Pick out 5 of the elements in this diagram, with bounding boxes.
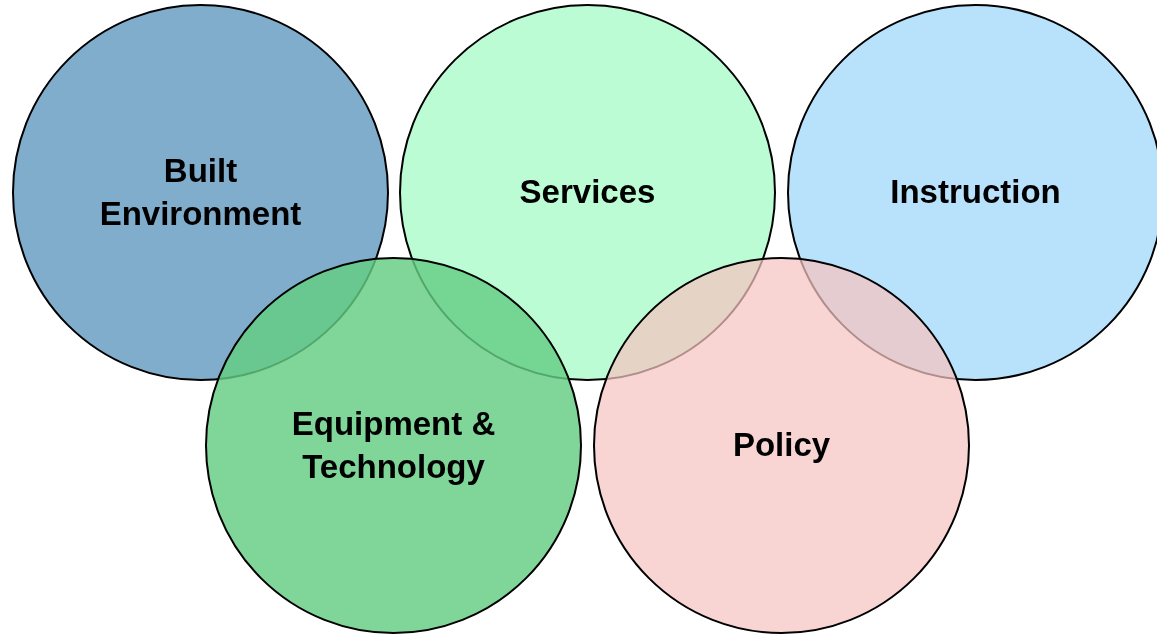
circle-label: Equipment & Technology [290, 403, 497, 487]
circle-label: Instruction [890, 172, 1061, 213]
circle-label: Built Environment [98, 150, 303, 234]
circle-label: Services [519, 172, 656, 213]
circle-label: Policy [732, 425, 831, 466]
